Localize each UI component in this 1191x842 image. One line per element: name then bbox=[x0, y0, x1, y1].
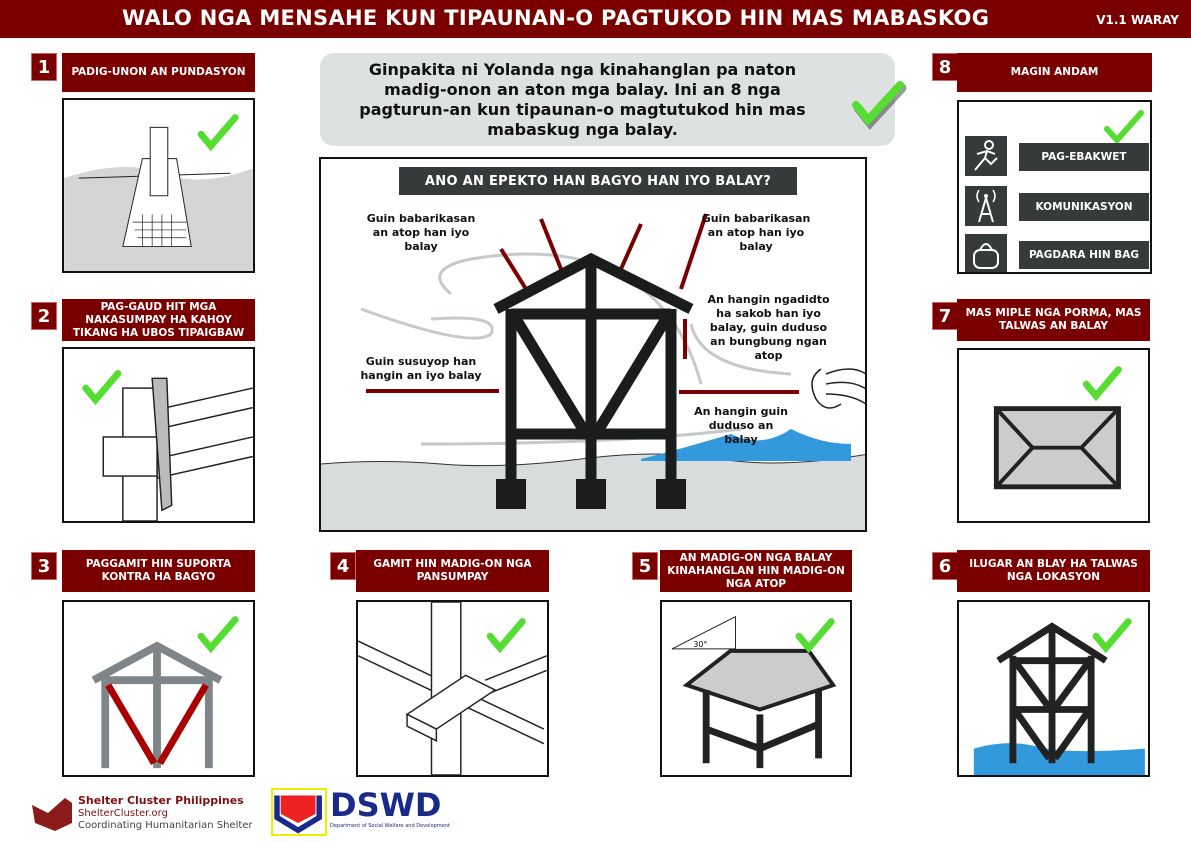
label-push: An hangin guin duduso an balay bbox=[694, 405, 788, 446]
message-4-label: GAMIT HIN MADIG-ON NGA PANSUMPAY bbox=[356, 550, 549, 592]
check-icon bbox=[1092, 618, 1132, 654]
check-icon bbox=[197, 114, 239, 152]
bag-icon bbox=[965, 234, 1007, 272]
bracing-illustration bbox=[62, 600, 255, 777]
message-6-number: 6 bbox=[932, 552, 958, 580]
shelter-cluster-logo bbox=[32, 798, 72, 831]
typhoon-effect-diagram: ANO AN EPEKTO HAN BAGYO HAN IYO BALAY? G… bbox=[319, 157, 867, 532]
label-roof-right: Guin babarikasan an atop han iyo balay bbox=[701, 212, 811, 253]
message-3-label: PAGGAMIT HIN SUPORTA KONTRA HA BAGYO bbox=[62, 550, 255, 592]
intro-message: Ginpakita ni Yolanda nga kinahanglan pa … bbox=[320, 53, 895, 146]
preparedness-panel: PAG-EBAKWET KOMUNIKASYON PAGDARA HIN BAG bbox=[957, 100, 1152, 274]
evacuate-icon bbox=[965, 136, 1007, 176]
message-1-number: 1 bbox=[31, 53, 57, 81]
message-7-label: MAS MIPLE NGA PORMA, MAS TALWAS AN BALAY bbox=[957, 299, 1150, 341]
foundation-illustration bbox=[62, 98, 255, 273]
label-suction: Guin susuyop han hangin an iyo balay bbox=[360, 355, 482, 382]
diagram-title: ANO AN EPEKTO HAN BAGYO HAN IYO BALAY? bbox=[399, 167, 797, 195]
check-icon bbox=[1104, 110, 1144, 145]
action-communication: KOMUNIKASYON bbox=[1019, 193, 1149, 221]
version-label: V1.1 WARAY bbox=[1096, 13, 1179, 27]
message-5-number: 5 bbox=[632, 552, 658, 580]
message-8-number: 8 bbox=[932, 53, 958, 81]
org-site-link[interactable]: ShelterCluster.org bbox=[78, 808, 168, 819]
safe-location-illustration bbox=[957, 600, 1150, 777]
simple-shape-illustration bbox=[957, 348, 1150, 523]
roof-illustration: 30° bbox=[660, 600, 852, 777]
intro-text: Ginpakita ni Yolanda nga kinahanglan pa … bbox=[359, 60, 806, 139]
dswd-fullname: Department of Social Welfare and Develop… bbox=[330, 823, 450, 829]
message-7-number: 7 bbox=[932, 302, 958, 330]
wind-face-icon bbox=[811, 368, 865, 409]
org-tagline: Coordinating Humanitarian Shelter bbox=[78, 820, 253, 831]
check-icon bbox=[197, 616, 239, 654]
message-8-label: MAGIN ANDAM bbox=[957, 53, 1152, 92]
check-icon bbox=[82, 370, 122, 406]
check-icon bbox=[1082, 366, 1122, 402]
dswd-wordmark: DSWD bbox=[330, 786, 442, 824]
message-3-number: 3 bbox=[31, 552, 57, 580]
label-roof-left: Guin babarikasan an atop han iyo balay bbox=[366, 212, 476, 253]
check-icon bbox=[486, 618, 526, 654]
strapping-illustration bbox=[62, 347, 255, 523]
check-icon bbox=[852, 81, 907, 130]
message-2-number: 2 bbox=[31, 302, 57, 330]
roof-angle-label: 30° bbox=[693, 640, 707, 649]
dswd-logo bbox=[271, 788, 327, 836]
action-evacuate: PAG-EBAKWET bbox=[1019, 143, 1149, 171]
communication-tower-icon bbox=[965, 186, 1007, 226]
message-6-label: ILUGAR AN BLAY HA TALWAS NGA LOKASYON bbox=[957, 550, 1150, 592]
header-banner: WALO NGA MENSAHE KUN TIPAUNAN-O PAGTUKOD… bbox=[0, 0, 1191, 38]
message-4-number: 4 bbox=[330, 552, 356, 580]
org-name: Shelter Cluster Philippines bbox=[78, 794, 244, 807]
message-1-label: PADIG-UNON AN PUNDASYON bbox=[62, 53, 255, 92]
action-bring-bag: PAGDARA HIN BAG bbox=[1019, 241, 1149, 269]
connector-illustration bbox=[356, 600, 549, 777]
message-5-label: AN MADIG-ON NGA BALAY KINAHANGLAN HIN MA… bbox=[660, 550, 852, 592]
message-2-label: PAG-GAUD HIT MGA NAKASUMPAY HA KAHOY TIK… bbox=[62, 299, 255, 341]
label-wind-inside: An hangin ngadidto ha sakob han iyo bala… bbox=[707, 293, 830, 362]
check-icon bbox=[795, 618, 835, 654]
page-title: WALO NGA MENSAHE KUN TIPAUNAN-O PAGTUKOD… bbox=[122, 6, 990, 30]
